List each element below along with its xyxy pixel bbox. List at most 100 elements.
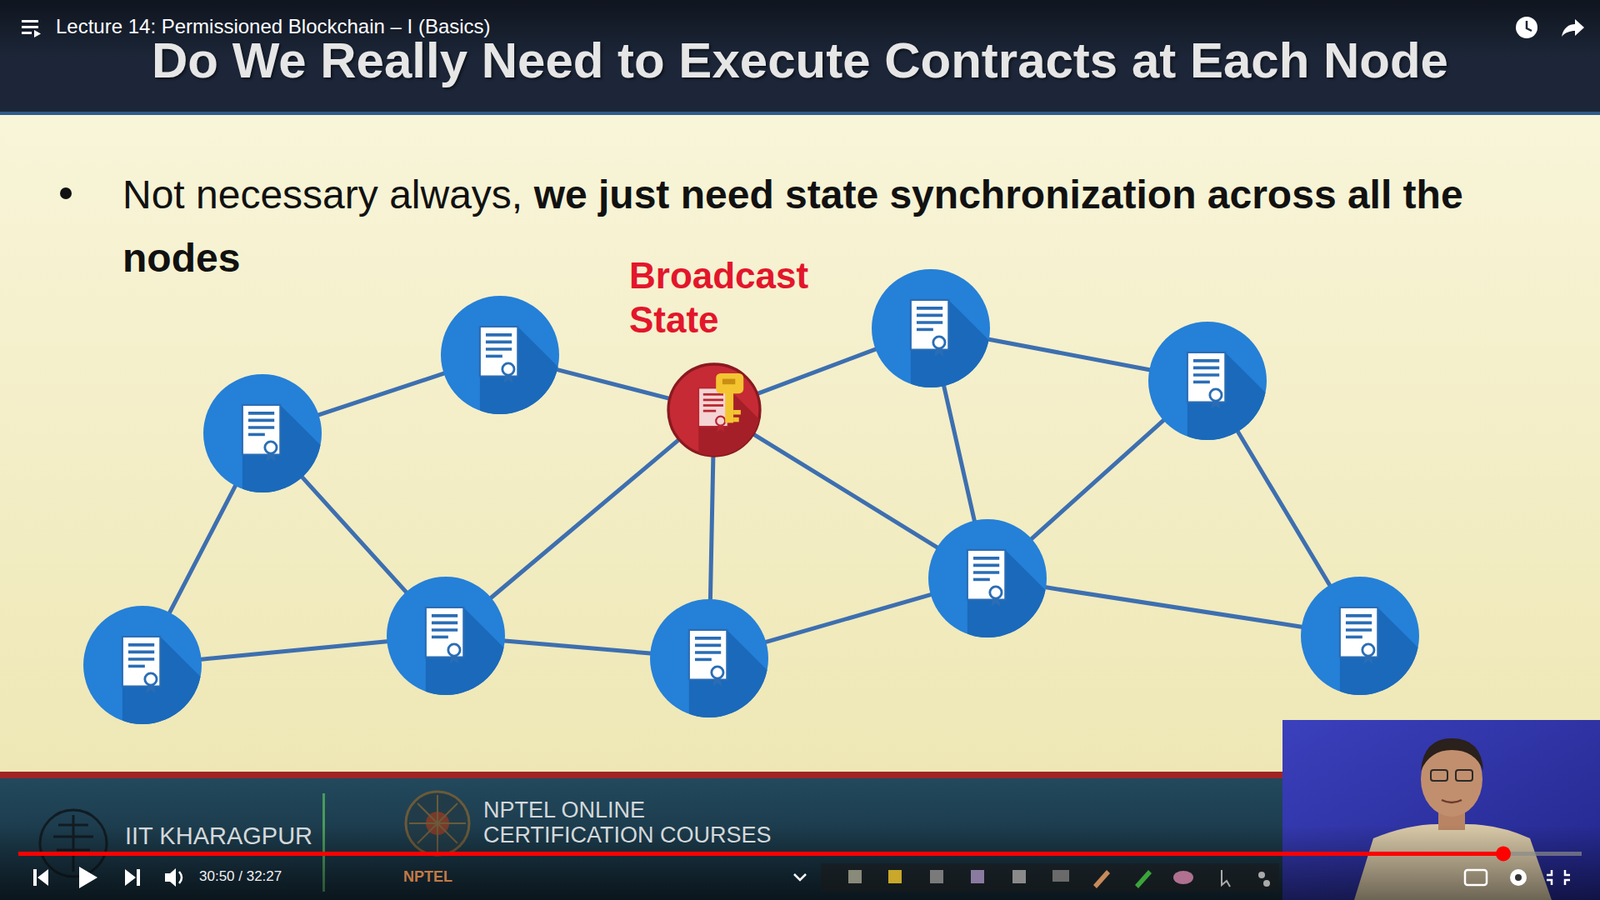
network-link	[505, 640, 651, 654]
document-icon	[480, 326, 518, 377]
chevron	[794, 874, 806, 880]
document-icon	[242, 405, 280, 455]
document-line	[973, 570, 1000, 575]
time-display: 30:50 / 32:27	[199, 868, 282, 885]
peer-node	[650, 599, 769, 718]
node-long-shadow	[910, 300, 1015, 424]
document-line	[1345, 621, 1372, 625]
tool-icon	[1093, 870, 1110, 889]
network-link	[1045, 587, 1302, 627]
document-line	[128, 657, 155, 661]
progress-handle	[1495, 846, 1511, 862]
settings-hole	[1515, 874, 1522, 881]
document-line	[916, 328, 934, 332]
peer-node-circle	[928, 519, 1047, 638]
peer-node	[203, 374, 322, 493]
pen-toolbar	[820, 863, 1280, 892]
clock-face	[1515, 16, 1538, 39]
peer-node-circle	[386, 576, 505, 695]
slide-title: Do We Really Need to Execute Contracts a…	[151, 32, 1449, 89]
document-line	[916, 306, 943, 310]
playlist-icon	[21, 20, 41, 38]
node-long-shadow	[122, 636, 226, 760]
peer-node-circle	[1148, 321, 1267, 440]
playlist-line	[21, 20, 39, 23]
tool-icon	[1135, 870, 1152, 889]
network-link	[753, 434, 938, 548]
tool-icon	[1052, 870, 1070, 882]
share-icon	[1561, 19, 1585, 37]
node-long-shadow	[425, 607, 530, 731]
document-line	[431, 621, 458, 625]
document-line	[485, 333, 512, 337]
document-icon	[425, 607, 464, 658]
logo-caption: NPTEL	[403, 868, 453, 887]
network-link	[302, 477, 407, 593]
network-link	[710, 455, 713, 600]
document-line	[916, 320, 943, 325]
document-line	[1193, 373, 1220, 377]
tool-icon	[970, 870, 985, 884]
document-icon	[122, 636, 160, 687]
document-line	[431, 635, 449, 640]
peer-node	[1300, 576, 1420, 695]
video-title: Lecture 14: Permissioned Blockchain – I …	[55, 15, 491, 40]
document-seal	[711, 666, 724, 679]
document-icon	[910, 300, 949, 350]
settings-button	[1510, 869, 1527, 886]
tool-icon	[848, 870, 862, 884]
captions-button	[1465, 870, 1487, 885]
tool-icon	[1263, 880, 1270, 887]
node-long-shadow	[480, 326, 584, 450]
peer-node	[1148, 321, 1267, 440]
document-line	[695, 644, 721, 648]
document-seal	[265, 441, 277, 454]
document-line	[128, 650, 155, 655]
toolbar-strip	[820, 863, 1280, 892]
network-link	[490, 439, 680, 598]
document-line	[973, 564, 1000, 568]
network-link	[756, 349, 875, 395]
bullet-dot	[60, 187, 72, 200]
network-link	[989, 339, 1150, 370]
key-shaft	[725, 391, 734, 423]
document-line	[1193, 380, 1210, 385]
document-line	[248, 425, 275, 430]
peer-node	[440, 295, 560, 415]
tool-icon	[1221, 870, 1230, 887]
network-link	[201, 641, 388, 660]
network-link	[170, 485, 236, 613]
document-seal	[990, 586, 1002, 599]
document-line	[703, 393, 724, 396]
document-seal	[502, 363, 515, 375]
progress-track	[18, 851, 1582, 856]
document-line	[485, 347, 512, 351]
document-line	[1193, 366, 1220, 370]
document-line	[973, 556, 1000, 560]
document-line	[248, 419, 275, 423]
document-line	[703, 410, 716, 413]
previous-button	[33, 869, 49, 886]
document-line	[703, 404, 724, 407]
network-link	[944, 385, 975, 521]
peer-node-circle	[650, 599, 769, 718]
footer-rule	[0, 771, 1283, 779]
document-line	[916, 314, 943, 318]
document-line	[485, 340, 512, 345]
peer-node-circle	[83, 605, 202, 725]
peer-node-circle	[1300, 576, 1420, 695]
speaker-glasses	[1430, 770, 1448, 781]
volume-button	[165, 868, 176, 887]
player-controls	[33, 866, 1570, 889]
document-line	[1345, 628, 1372, 632]
bullet-paragraph: Not necessary always,we just need state …	[122, 163, 1540, 290]
play-button	[79, 866, 98, 889]
slide-ground	[0, 114, 1600, 774]
network-link	[1031, 420, 1164, 539]
speaker-glasses	[1455, 770, 1473, 781]
playlist-arrow	[34, 30, 41, 38]
document-line	[1193, 359, 1220, 363]
document-line	[695, 636, 721, 640]
playlist-line	[21, 31, 32, 35]
